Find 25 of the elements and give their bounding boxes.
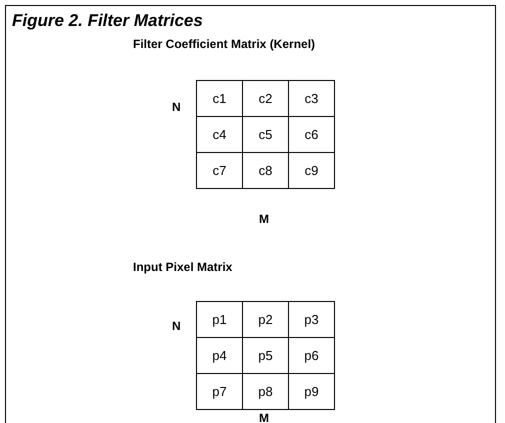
matrix-cell: p1 [197, 302, 243, 338]
matrix-cell: c5 [243, 117, 289, 153]
matrix-heading: Filter Coefficient Matrix (Kernel) [133, 37, 316, 51]
matrix-cell: c4 [197, 117, 243, 153]
matrix-cell: p6 [289, 338, 335, 374]
matrix-cell: c9 [289, 153, 335, 189]
matrix-cell: p3 [289, 302, 335, 338]
matrix-cell: c8 [243, 153, 289, 189]
matrix-cell: p8 [243, 374, 289, 410]
axis-label: N [172, 100, 181, 114]
matrix-cell: p7 [197, 374, 243, 410]
matrix-cell: p2 [243, 302, 289, 338]
matrix-cell: p4 [197, 338, 243, 374]
axis-label: M [259, 212, 269, 226]
matrix-cell: c6 [289, 117, 335, 153]
figure-title: Figure 2. Filter Matrices [12, 11, 203, 31]
axis-label: M [259, 411, 269, 423]
matrix-cell: p5 [243, 338, 289, 374]
matrix-cell: c2 [243, 81, 289, 117]
axis-label: N [172, 319, 181, 333]
matrix-cell: c3 [289, 81, 335, 117]
matrix-cell: p9 [289, 374, 335, 410]
matrix-cell: c7 [197, 153, 243, 189]
matrix-heading: Input Pixel Matrix [133, 260, 232, 274]
matrix-cell: c1 [197, 81, 243, 117]
